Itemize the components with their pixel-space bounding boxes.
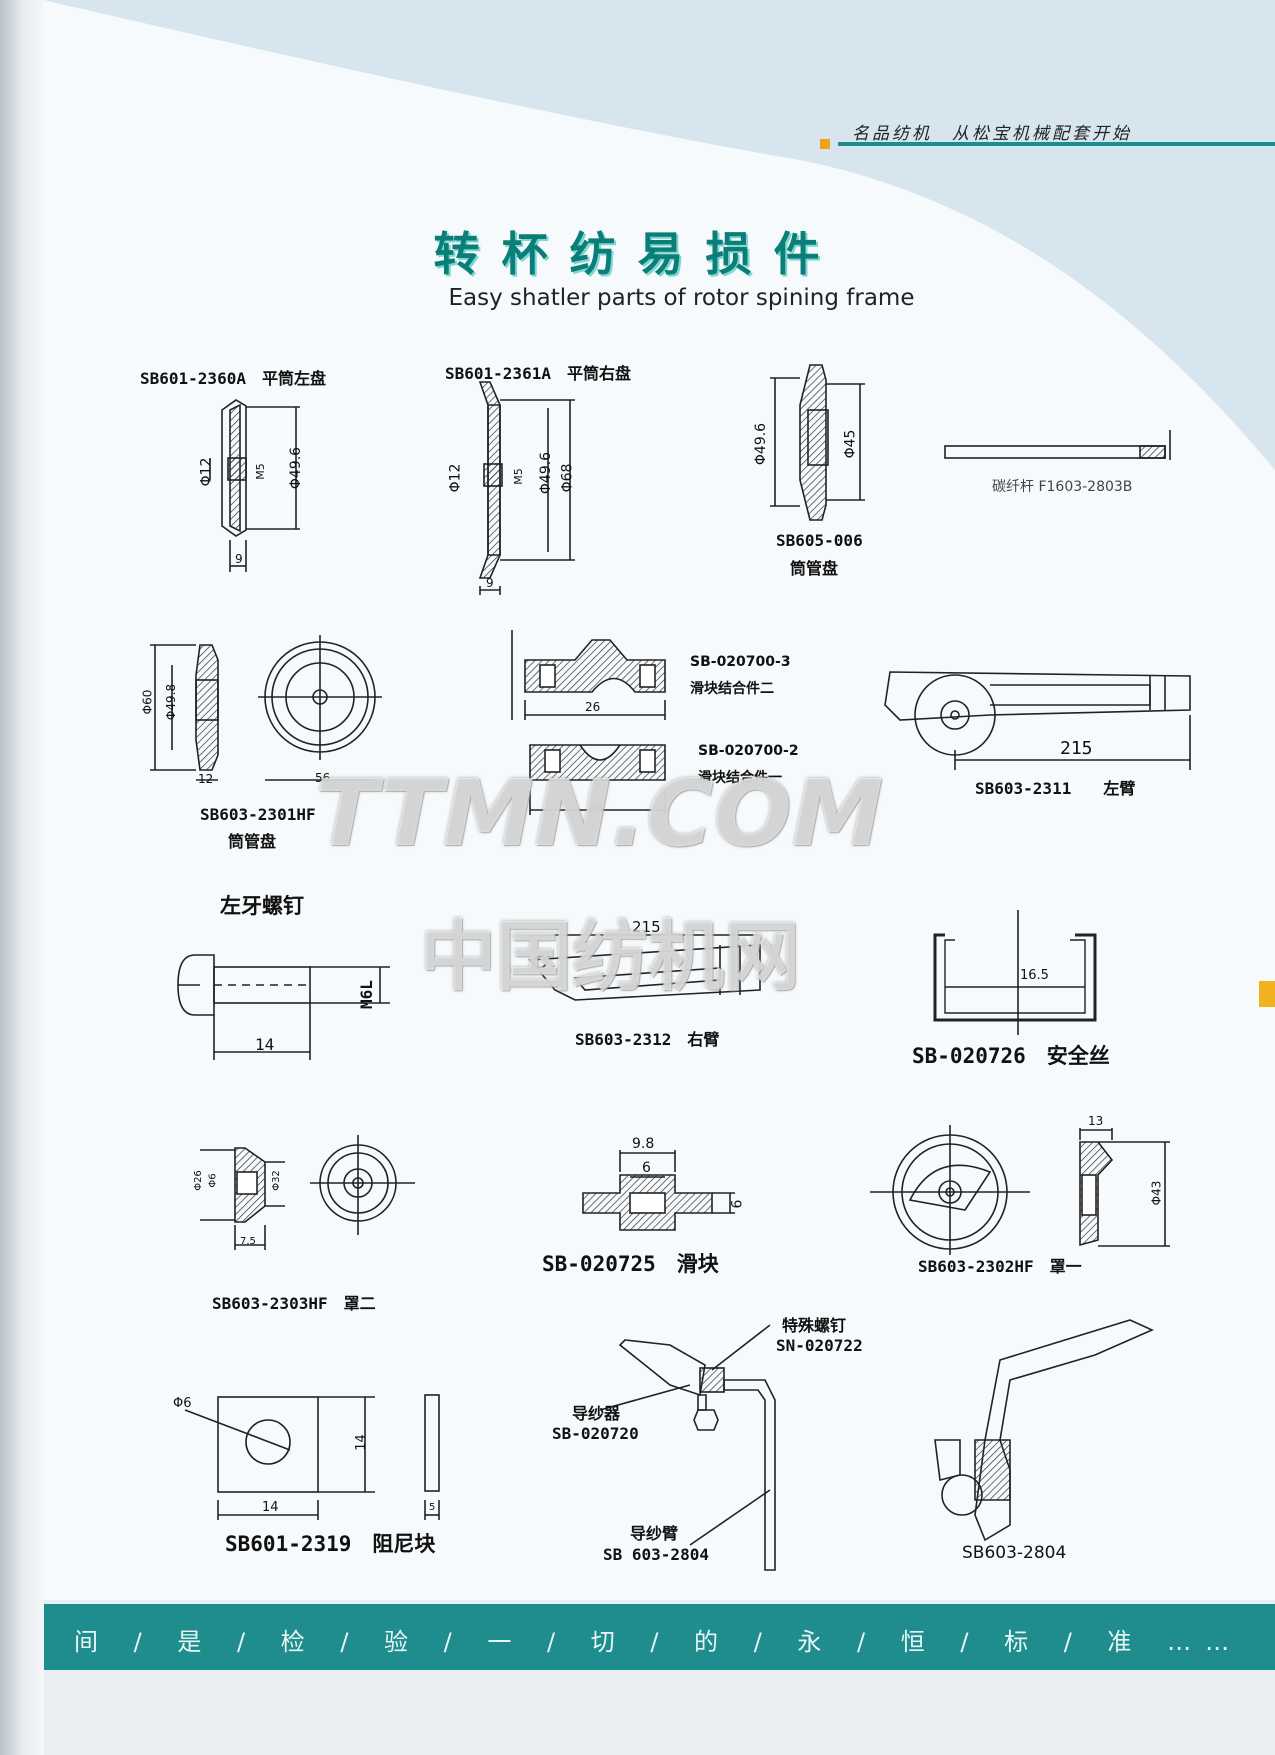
drawing-sb-020700-2 [529, 744, 666, 815]
dim-p9-14: 14 [255, 1035, 275, 1054]
dim-p2-phi12: Φ12 [447, 463, 464, 493]
dim-p11-165: 16.5 [1020, 968, 1049, 983]
drawing-carbon-rod [944, 430, 1171, 460]
label-sb601-2319: SB601-2319 阻尼块 [225, 1532, 436, 1556]
page-binding-shadow [0, 0, 44, 1755]
label-sb605-006-code: SB605-006 [776, 531, 863, 550]
dim-p10-215: 215 [632, 918, 661, 936]
drawing-yarn-guide-assembly [599, 1319, 1154, 1571]
footer-slogan: 间 / 是 / 检 / 验 / 一 / 切 / 的 / 永 / 恒 / 标 / … [74, 1628, 1244, 1656]
dim-p5-phi60: Φ60 [140, 689, 155, 715]
drawing-sb603-2311 [884, 671, 1191, 770]
label-guide-arm-code: SB 603-2804 [603, 1545, 709, 1564]
drawing-left-screw [177, 954, 390, 1060]
dim-p12-phi32: Φ32 [270, 1170, 282, 1191]
drawing-sb601-2360a [209, 399, 300, 572]
dim-p15-5: 5 [429, 1502, 436, 1513]
dim-p8-215: 215 [1060, 738, 1093, 759]
dim-p14-phi43: Φ43 [1149, 1180, 1164, 1206]
label-sb603-2804: SB603-2804 [962, 1543, 1067, 1563]
dim-p14-13: 13 [1088, 1114, 1104, 1128]
label-sb601-2361a: SB601-2361A 平筒右盘 [445, 364, 631, 383]
drawing-sb601-2319 [184, 1394, 440, 1520]
label-sb603-2303hf: SB603-2303HF 罩二 [212, 1294, 376, 1313]
label-sb603-2311: SB603-2311 左臂 [975, 779, 1136, 798]
dim-p2-phi496: Φ49.6 [538, 451, 555, 495]
footer-band: 间 / 是 / 检 / 验 / 一 / 切 / 的 / 永 / 恒 / 标 / … [44, 1604, 1275, 1670]
page-title: 转杯纺易损件 [433, 227, 842, 281]
label-sb-020700-3-code: SB-020700-3 [690, 654, 791, 670]
label-sb-020700-2-code: SB-020700-2 [698, 743, 799, 759]
dim-p5-phi498: Φ49.8 [164, 683, 179, 721]
dim-p15-phi6: Φ6 [173, 1396, 192, 1411]
label-sb-020700-2-name: 滑块结合件一 [698, 770, 782, 786]
label-carbon-rod: 碳纤杆 F1603-2803B [992, 479, 1133, 495]
dim-p13-6v: 6 [729, 1199, 746, 1209]
dim-p6-26: 26 [585, 700, 601, 714]
label-special-screw-name: 特殊螺钉 [782, 1316, 847, 1335]
dim-p15-14h: 14 [262, 1500, 279, 1515]
label-yarn-guide-code: SB-020720 [552, 1424, 639, 1443]
dim-p12-phi6: Φ6 [207, 1173, 219, 1188]
dim-p3-phi496: Φ49.6 [753, 422, 770, 466]
dim-p5-12: 12 [198, 772, 214, 786]
dim-p7-26: 26 [588, 802, 604, 816]
label-sb601-2360a: SB601-2360A 平筒左盘 [140, 369, 326, 388]
dim-p3-phi45: Φ45 [842, 429, 859, 459]
label-yarn-guide-name: 导纱器 [572, 1404, 621, 1423]
drawing-sb-020726 [933, 910, 1097, 1035]
drawing-sb-020700-3 [511, 630, 666, 720]
page-tab-marker [1259, 981, 1275, 1007]
drawing-sb603-2302hf [870, 1125, 1170, 1255]
dim-p5-56: 56 [315, 771, 331, 785]
label-guide-arm-name: 导纱臂 [630, 1524, 679, 1543]
label-sb603-2312: SB603-2312 右臂 [575, 1030, 720, 1049]
dim-p13-6: 6 [642, 1160, 651, 1176]
dim-p9-m6l: M6L [356, 980, 376, 1009]
dim-p12-phi26: Φ26 [192, 1170, 204, 1191]
drawing-sb603-2303hf [200, 1135, 415, 1250]
label-left-screw: 左牙螺钉 [220, 894, 304, 918]
header-slogan: 名品纺机 从松宝机械配套开始 [852, 124, 1132, 144]
dim-p1-m5: M5 [253, 463, 267, 480]
dim-p15-14v: 14 [353, 1434, 369, 1451]
label-sb-020725: SB-020725 滑块 [542, 1252, 719, 1276]
dim-p1-phi496: Φ49.6 [288, 446, 305, 490]
dim-p2-m5: M5 [511, 468, 525, 485]
drawing-sb603-2312 [528, 934, 761, 1001]
watermark-cn: 中国纺机网 [420, 912, 800, 1001]
dim-p1-phi12: Φ12 [198, 457, 215, 487]
label-sb603-2301hf-code: SB603-2301HF [200, 805, 316, 824]
drawing-sb603-2301hf [150, 635, 382, 781]
drawing-sb601-2361a [478, 381, 575, 595]
page-subtitle: Easy shatler parts of rotor spining fram… [448, 285, 915, 311]
dim-p13-98: 9.8 [632, 1136, 655, 1152]
drawing-sb605-006 [770, 364, 865, 521]
label-sb603-2302hf: SB603-2302HF 罩一 [918, 1257, 1082, 1276]
label-special-screw-code: SN-020722 [776, 1336, 863, 1355]
dim-p2-phi68: Φ68 [559, 463, 576, 493]
drawing-sb-020725 [582, 1150, 735, 1231]
dim-p12-75: 7.5 [240, 1236, 256, 1247]
label-sb-020726: SB-020726 安全丝 [912, 1044, 1110, 1068]
dim-p1-9: 9 [235, 552, 243, 566]
label-sb-020700-3-name: 滑块结合件二 [690, 681, 774, 697]
label-sb605-006-name: 筒管盘 [790, 559, 839, 578]
label-sb603-2301hf-name: 筒管盘 [228, 832, 277, 851]
watermark-ttmn: TTMN.COM [315, 760, 884, 867]
dim-p2-9: 9 [486, 576, 494, 590]
